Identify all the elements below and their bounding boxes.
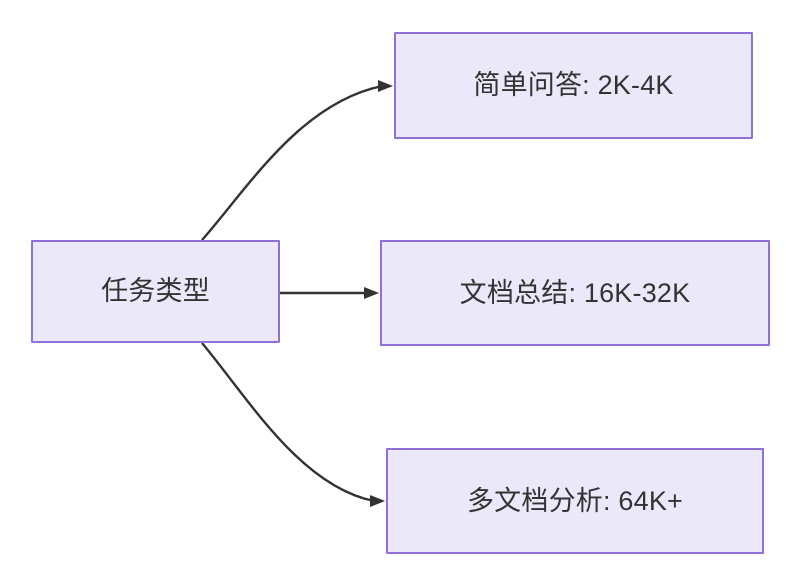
arrow-head-simple-qa: [378, 80, 393, 92]
node-multi-doc[interactable]: 多文档分析: 64K+: [386, 448, 764, 554]
arrow-head-doc-summary: [364, 287, 379, 299]
node-doc-summary[interactable]: 文档总结: 16K-32K: [380, 240, 770, 346]
node-task-type-label: 任务类型: [101, 276, 210, 307]
edge-source-to-multi-doc: [201, 342, 375, 503]
node-multi-doc-label: 多文档分析: 64K+: [466, 485, 683, 516]
node-task-type[interactable]: 任务类型: [31, 240, 280, 343]
node-doc-summary-label: 文档总结: 16K-32K: [459, 277, 691, 308]
node-simple-qa[interactable]: 简单问答: 2K-4K: [394, 32, 753, 139]
node-simple-qa-label: 简单问答: 2K-4K: [473, 70, 674, 101]
edge-source-to-simple-qa: [201, 84, 383, 241]
arrow-head-multi-doc: [370, 495, 385, 507]
